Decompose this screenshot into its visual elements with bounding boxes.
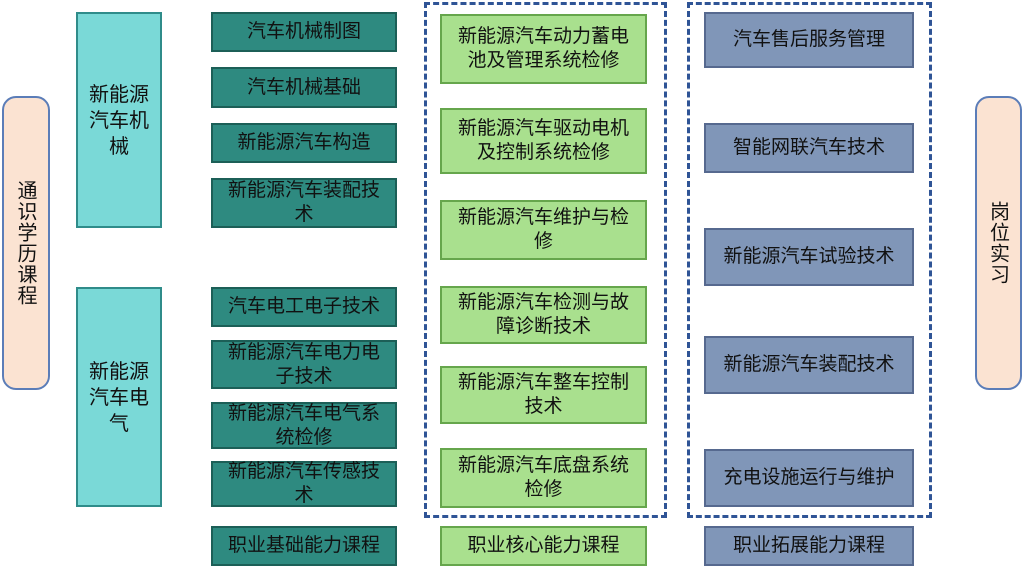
extension-course: 新能源汽车试验技术 (704, 228, 914, 286)
major-electrical-text: 新能源汽车电气 (89, 359, 149, 435)
extension-dashed-frame (687, 2, 932, 518)
basic-course: 汽车机械基础 (211, 67, 397, 108)
basic-course: 新能源汽车装配技术 (211, 178, 397, 228)
general-education-text: 通识学历课程 (14, 180, 38, 306)
extension-course: 智能网联汽车技术 (704, 123, 914, 173)
basic-course: 新能源汽车传感技术 (211, 460, 397, 507)
core-course: 新能源汽车整车控制技术 (440, 366, 647, 424)
major-mechanical: 新能源汽车机械 (76, 12, 162, 228)
core-column-label: 职业核心能力课程 (440, 526, 647, 566)
internship-text: 岗位实习 (986, 201, 1011, 285)
major-mechanical-text: 新能源汽车机械 (89, 82, 149, 158)
extension-course: 汽车售后服务管理 (704, 12, 914, 68)
basic-course: 汽车电工电子技术 (211, 287, 397, 327)
general-education-label: 通识学历课程 (2, 96, 50, 390)
extension-course: 新能源汽车装配技术 (704, 336, 914, 394)
basic-course: 新能源汽车电力电子技术 (211, 340, 397, 389)
extension-column-label: 职业拓展能力课程 (704, 526, 914, 566)
core-course: 新能源汽车维护与检修 (440, 200, 647, 260)
core-course: 新能源汽车动力蓄电池及管理系统检修 (440, 14, 647, 84)
basic-course: 汽车机械制图 (211, 12, 397, 52)
core-course: 新能源汽车驱动电机及控制系统检修 (440, 108, 647, 174)
core-course: 新能源汽车检测与故障诊断技术 (440, 286, 647, 344)
extension-course: 充电设施运行与维护 (704, 449, 914, 507)
basic-column-label: 职业基础能力课程 (211, 526, 397, 566)
internship-label: 岗位实习 (975, 96, 1022, 390)
basic-course: 新能源汽车电气系统检修 (211, 402, 397, 449)
major-electrical: 新能源汽车电气 (76, 287, 162, 507)
core-dashed-frame (424, 2, 667, 518)
core-course: 新能源汽车底盘系统检修 (440, 448, 647, 508)
basic-course: 新能源汽车构造 (211, 123, 397, 163)
